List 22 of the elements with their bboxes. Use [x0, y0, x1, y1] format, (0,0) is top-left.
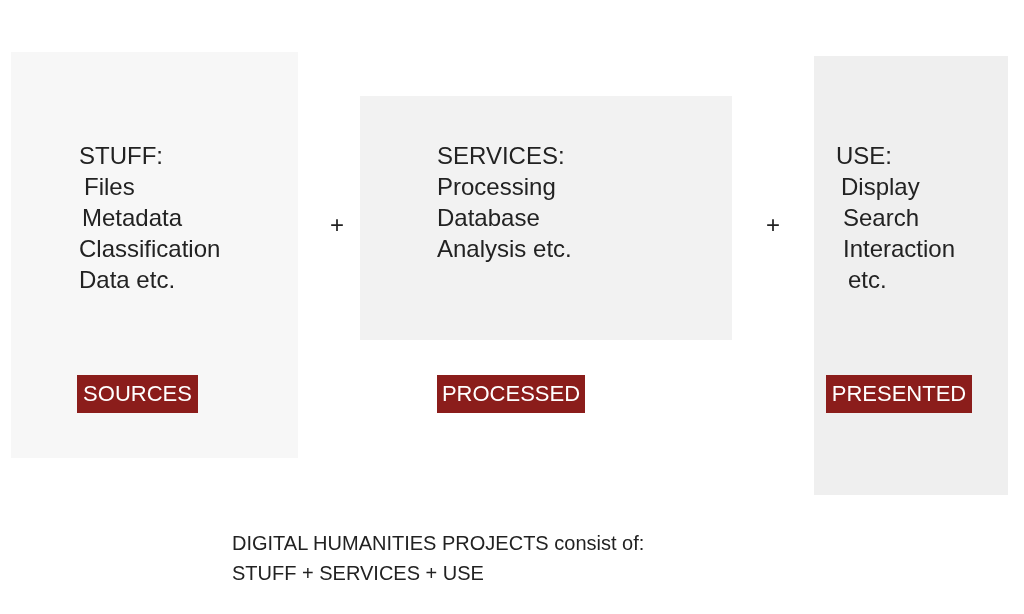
list-item: etc. [848, 265, 887, 295]
panel-heading: STUFF: [79, 141, 163, 171]
list-item: Display [841, 172, 920, 202]
list-item: Files [84, 172, 135, 202]
list-item: Search [843, 203, 920, 233]
plus-sign: + [330, 211, 344, 239]
list-item: Database [437, 203, 540, 233]
panel-heading: SERVICES: [437, 141, 565, 171]
caption: DIGITAL HUMANITIES PROJECTS consist of: STUFF + SERVICES + USE [232, 531, 646, 586]
content-panel [11, 52, 298, 458]
category-tag: PRESENTED [826, 375, 972, 413]
list-item: Data etc. [79, 265, 176, 295]
category-tag: PROCESSED [437, 375, 585, 413]
panel-heading: USE: [836, 141, 892, 171]
list-item: Metadata [82, 203, 183, 233]
list-item: Processing [437, 172, 556, 202]
category-tag: SOURCES [77, 375, 198, 413]
plus-sign: + [766, 211, 780, 239]
list-item: Classification [79, 234, 221, 264]
list-item: Analysis etc. [437, 234, 572, 264]
list-item: Interaction [843, 234, 956, 264]
content-panel [814, 56, 1008, 495]
